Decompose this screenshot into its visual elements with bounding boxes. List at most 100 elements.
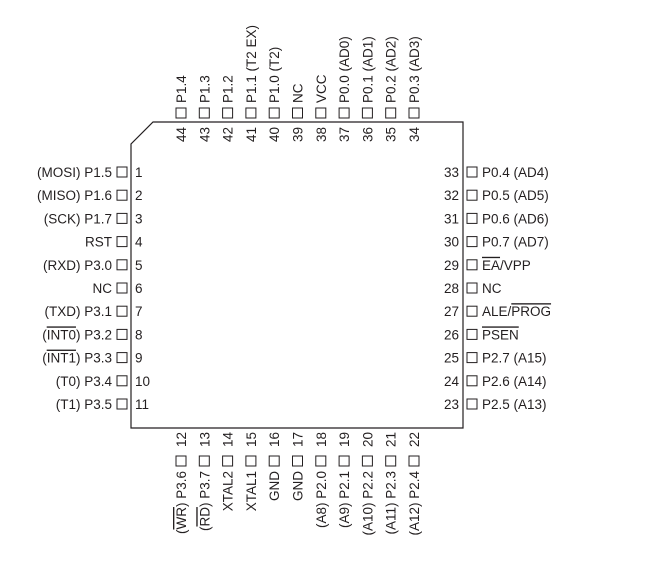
pin-box [315,455,327,467]
pins-bottom: 12(WR) P3.613(RD) P3.714XTAL215XTAL116GN… [174,432,422,536]
pin-label: EA/VPP [482,258,531,273]
pin-label: P2.7 (A15) [482,351,547,366]
pin-number: 5 [135,258,143,273]
pin-box [466,375,478,387]
pin-number: 40 [267,127,282,142]
pin-label: (A10) P2.2 [360,471,375,536]
pin-number: 15 [244,432,259,447]
pin-number: 10 [135,374,150,389]
pin-20: 20(A10) P2.2 [360,432,375,536]
pin-number: 6 [135,281,143,296]
pin-box [116,212,128,224]
pin-5: 5 (RXD) P3.0 [43,258,143,273]
pin-box [268,455,280,467]
pin-number: 2 [135,188,143,203]
pin-box [116,305,128,317]
pin-box [466,236,478,248]
pin-label-text: ) P3.6 [174,471,189,507]
pin-box [361,455,373,467]
pin-box [116,375,128,387]
pin-label: (RXD) P3.0 [43,258,112,273]
pin-number: 28 [444,281,459,296]
pin-label: (WR) P3.6 [174,471,189,534]
pin-label: P1.0 (T2) [267,47,282,103]
pin-number: 37 [337,127,352,142]
pin-number: 1 [135,165,143,180]
package-outline [130,121,464,429]
pin-label: NC [291,83,306,103]
pin-label: P2.5 (A13) [482,397,547,412]
pin-number: 41 [244,127,259,142]
pin-box [245,107,257,119]
pin-box [466,305,478,317]
pin-box [466,212,478,224]
pin-label-text: ) P3.3 [76,351,112,366]
pin-number: 14 [221,432,236,448]
pin-box [466,328,478,340]
pin-number: 33 [444,165,459,180]
pin-number: 13 [197,432,212,447]
pin-label-text: ( [42,327,47,342]
pin-label-overbar-text: INT0 [47,327,76,342]
pin-label: GND [291,471,306,501]
pin-13: 13(RD) P3.7 [197,432,212,531]
pin-label: (A8) P2.0 [314,471,329,528]
pin-number: 19 [337,432,352,447]
pin-box [466,166,478,178]
pin-box [268,107,280,119]
pin-box [466,352,478,364]
pin-number: 27 [444,304,459,319]
pin-box [292,107,303,119]
pin-19: 19 (A9) P2.1 [337,432,352,528]
pin-number: 17 [291,432,306,447]
pin-box [338,107,350,119]
pin-label-text: /VPP [500,258,531,273]
pin-number: 34 [407,126,422,142]
pin-label: (A11) P2.3 [384,471,399,535]
pin-number: 16 [267,432,282,447]
pin-box [222,107,234,119]
pin-box [116,398,128,410]
pin-10: 10 (T0) P3.4 [56,374,150,389]
pin-33: 33 P0.4 (AD4) [444,165,549,180]
pins-left: 1(MOSI) P1.52(MISO) P1.63(SCK) P1.74RST5… [37,165,150,412]
pin-box [116,352,128,364]
pin-number: 4 [135,235,143,250]
pin-label: GND [267,471,282,501]
pin-number: 25 [444,351,459,366]
pin-2: 2(MISO) P1.6 [37,188,143,203]
pin-number: 35 [384,127,399,142]
pin-box [116,328,128,340]
pin-number: 24 [444,374,460,389]
pin-18: 18(A8) P2.0 [314,432,329,528]
pin-label-text: ) P3.7 [197,471,212,507]
pin-label: (T0) P3.4 [56,374,113,389]
pin-label: P0.4 (AD4) [482,165,549,180]
pin-number: 38 [314,127,329,142]
pin-number: 30 [444,235,459,250]
pin-11: 11(T1) P3.5 [56,397,149,412]
pin-label: PSEN [482,327,519,342]
pin-box [466,259,478,271]
pin-label: P0.6 (AD6) [482,211,549,226]
pin-number: 3 [135,211,143,226]
pin-label: (A9) P2.1 [337,471,352,528]
pin-label-overbar-text: PSEN [482,327,519,342]
pin-box [116,189,128,201]
pin-label-overbar-text: INT1 [47,351,76,366]
pin-label: P1.2 [221,75,236,103]
